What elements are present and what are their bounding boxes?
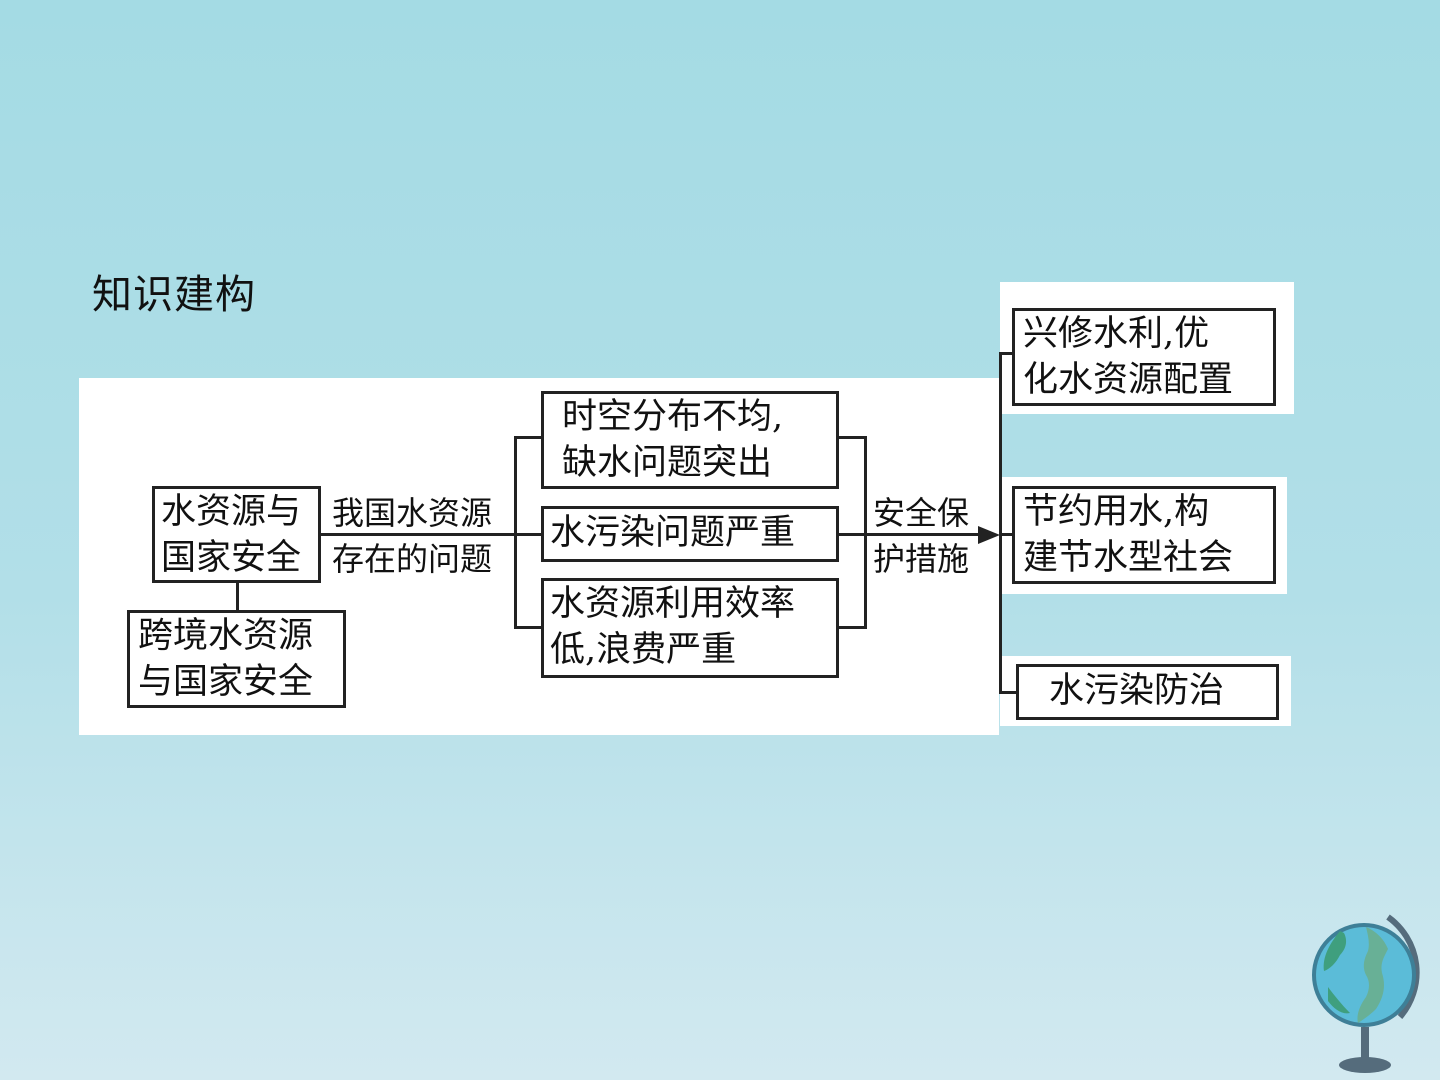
problem-node-3: 水资源利用效率 低,浪费严重 bbox=[541, 578, 839, 678]
problem-node-2: 水污染问题严重 bbox=[541, 506, 839, 562]
sub-node-line-2: 与国家安全 bbox=[138, 662, 314, 702]
problem-node-3-line-1: 水资源利用效率 bbox=[550, 584, 796, 624]
branch-right-tick-2 bbox=[838, 533, 867, 536]
problem-node-2-line-1: 水污染问题严重 bbox=[550, 513, 796, 553]
measures-vertical bbox=[999, 352, 1002, 694]
branch-right-tick-1 bbox=[838, 436, 867, 439]
connector-to-measures bbox=[866, 533, 982, 536]
problems-label-line-1: 我国水资源 bbox=[332, 494, 493, 532]
measure-node-1-line-2: 化水资源配置 bbox=[1023, 360, 1234, 400]
problem-node-1-line-2: 缺水问题突出 bbox=[562, 443, 773, 483]
branch-left-tick-2 bbox=[514, 533, 542, 536]
measure-node-1-line-1: 兴修水利,优 bbox=[1023, 314, 1210, 354]
arrow-head-icon bbox=[978, 526, 1000, 544]
branch-right-vertical bbox=[864, 436, 867, 629]
branch-right-tick-3 bbox=[838, 626, 867, 629]
measure-node-3: 水污染防治 bbox=[1016, 664, 1279, 720]
measures-tick-1 bbox=[999, 352, 1013, 355]
sub-node: 跨境水资源 与国家安全 bbox=[127, 610, 346, 708]
measure-node-1: 兴修水利,优 化水资源配置 bbox=[1012, 308, 1276, 406]
branch-left-vertical bbox=[514, 436, 517, 629]
connector-root-to-sub bbox=[236, 582, 239, 611]
measure-node-3-line-1: 水污染防治 bbox=[1049, 671, 1225, 711]
globe-icon bbox=[1312, 914, 1420, 1073]
branch-left-tick-3 bbox=[514, 626, 542, 629]
measure-node-2: 节约用水,构 建节水型社会 bbox=[1012, 486, 1276, 584]
problem-node-1-line-1: 时空分布不均, bbox=[562, 397, 784, 437]
connector-root-to-branch bbox=[320, 533, 516, 536]
problem-node-1: 时空分布不均, 缺水问题突出 bbox=[541, 391, 839, 489]
measure-node-2-line-1: 节约用水,构 bbox=[1023, 492, 1210, 532]
branch-left-tick-1 bbox=[514, 436, 542, 439]
root-node-line-1: 水资源与 bbox=[161, 492, 302, 532]
problems-label-line-2: 存在的问题 bbox=[332, 540, 493, 578]
measures-tick-2 bbox=[999, 533, 1013, 536]
sub-node-line-1: 跨境水资源 bbox=[138, 616, 314, 656]
measures-label-line-1: 安全保 bbox=[873, 494, 970, 532]
slide-title: 知识建构 bbox=[92, 272, 256, 318]
measure-node-2-line-2: 建节水型社会 bbox=[1023, 538, 1234, 578]
problem-node-3-line-2: 低,浪费严重 bbox=[550, 630, 737, 670]
measures-label-line-2: 护措施 bbox=[873, 540, 970, 578]
root-node: 水资源与 国家安全 bbox=[152, 486, 321, 583]
root-node-line-2: 国家安全 bbox=[161, 538, 302, 578]
measures-tick-3 bbox=[999, 691, 1017, 694]
